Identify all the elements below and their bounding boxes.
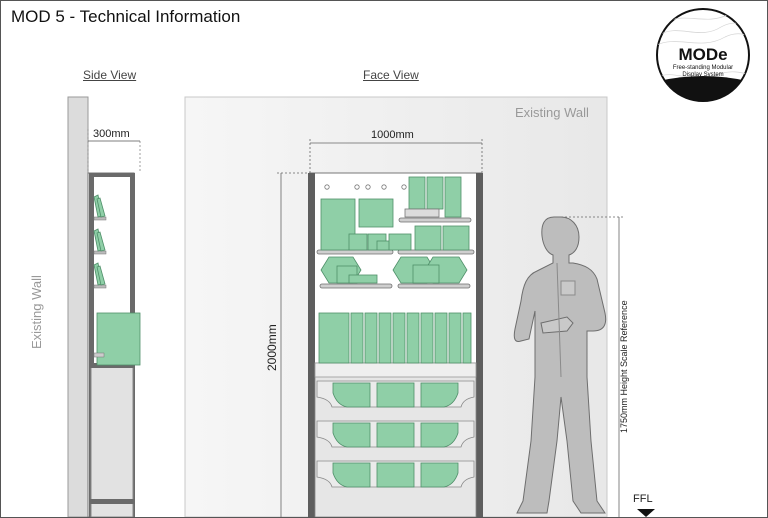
face-existing-wall-label: Existing Wall bbox=[515, 105, 589, 120]
side-existing-wall-label: Existing Wall bbox=[29, 275, 44, 349]
side-depth-label: 300mm bbox=[93, 128, 130, 140]
person-height-dimension bbox=[557, 216, 625, 517]
ffl-marker bbox=[637, 509, 655, 517]
logo-tagline-1: Free-standing Modular bbox=[672, 65, 734, 71]
face-width-label: 1000mm bbox=[371, 129, 414, 141]
mode-logo-mark bbox=[656, 8, 750, 102]
ffl-label: FFL bbox=[633, 493, 653, 505]
face-view-label: Face View bbox=[363, 68, 419, 82]
logo-tagline-2: Display System bbox=[682, 72, 724, 78]
mode-logo: MODe Free-standing Modular Display Syste… bbox=[655, 5, 751, 109]
person-height-label: 1750mm Height Scale Reference bbox=[619, 300, 629, 433]
side-existing-wall bbox=[67, 96, 89, 517]
face-view-unit bbox=[308, 172, 483, 517]
side-view-label: Side View bbox=[83, 68, 137, 82]
logo-name: MODe bbox=[678, 45, 728, 64]
face-width-dimension bbox=[309, 139, 483, 173]
face-height-label: 2000mm bbox=[265, 324, 279, 371]
face-height-dimension bbox=[277, 172, 310, 517]
human-scale-figure bbox=[513, 216, 607, 514]
side-view-unit bbox=[87, 129, 141, 517]
page-title: MOD 5 - Technical Information bbox=[11, 7, 241, 26]
